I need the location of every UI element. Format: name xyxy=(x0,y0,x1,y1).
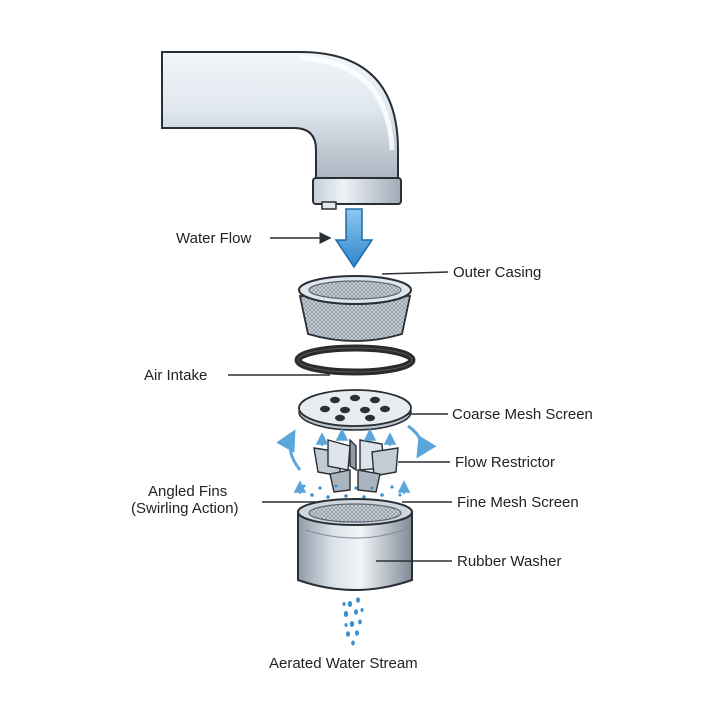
aerated-stream-label: Aerated Water Stream xyxy=(269,655,418,672)
small-up-arrows xyxy=(293,428,411,494)
water-droplets-mid xyxy=(302,484,402,499)
fine-mesh-label: Fine Mesh Screen xyxy=(457,494,579,511)
outer-casing xyxy=(298,275,412,342)
outer-casing-leader xyxy=(381,271,449,275)
rubber-ring xyxy=(294,344,416,376)
flow-restrictor-label: Flow Restrictor xyxy=(455,454,555,471)
fine-mesh-cylinder xyxy=(297,498,413,591)
swirl-arrows xyxy=(276,424,437,471)
disc-holes xyxy=(320,394,390,422)
air-intake-label: Air Intake xyxy=(144,367,207,384)
water-flow-arrow xyxy=(334,208,374,269)
faucet-spout xyxy=(161,51,402,210)
coarse-mesh-disc xyxy=(298,389,412,431)
coarse-mesh-label: Coarse Mesh Screen xyxy=(452,406,593,423)
rubber-washer-label: Rubber Washer xyxy=(457,553,562,570)
angled-fins-label: Angled Fins xyxy=(148,483,227,500)
outer-casing-label: Outer Casing xyxy=(453,264,541,281)
flow-restrictor xyxy=(313,438,399,493)
angled-fins-sublabel: (Swirling Action) xyxy=(131,500,239,517)
water-flow-label: Water Flow xyxy=(176,230,251,247)
aerated-stream xyxy=(342,597,364,646)
